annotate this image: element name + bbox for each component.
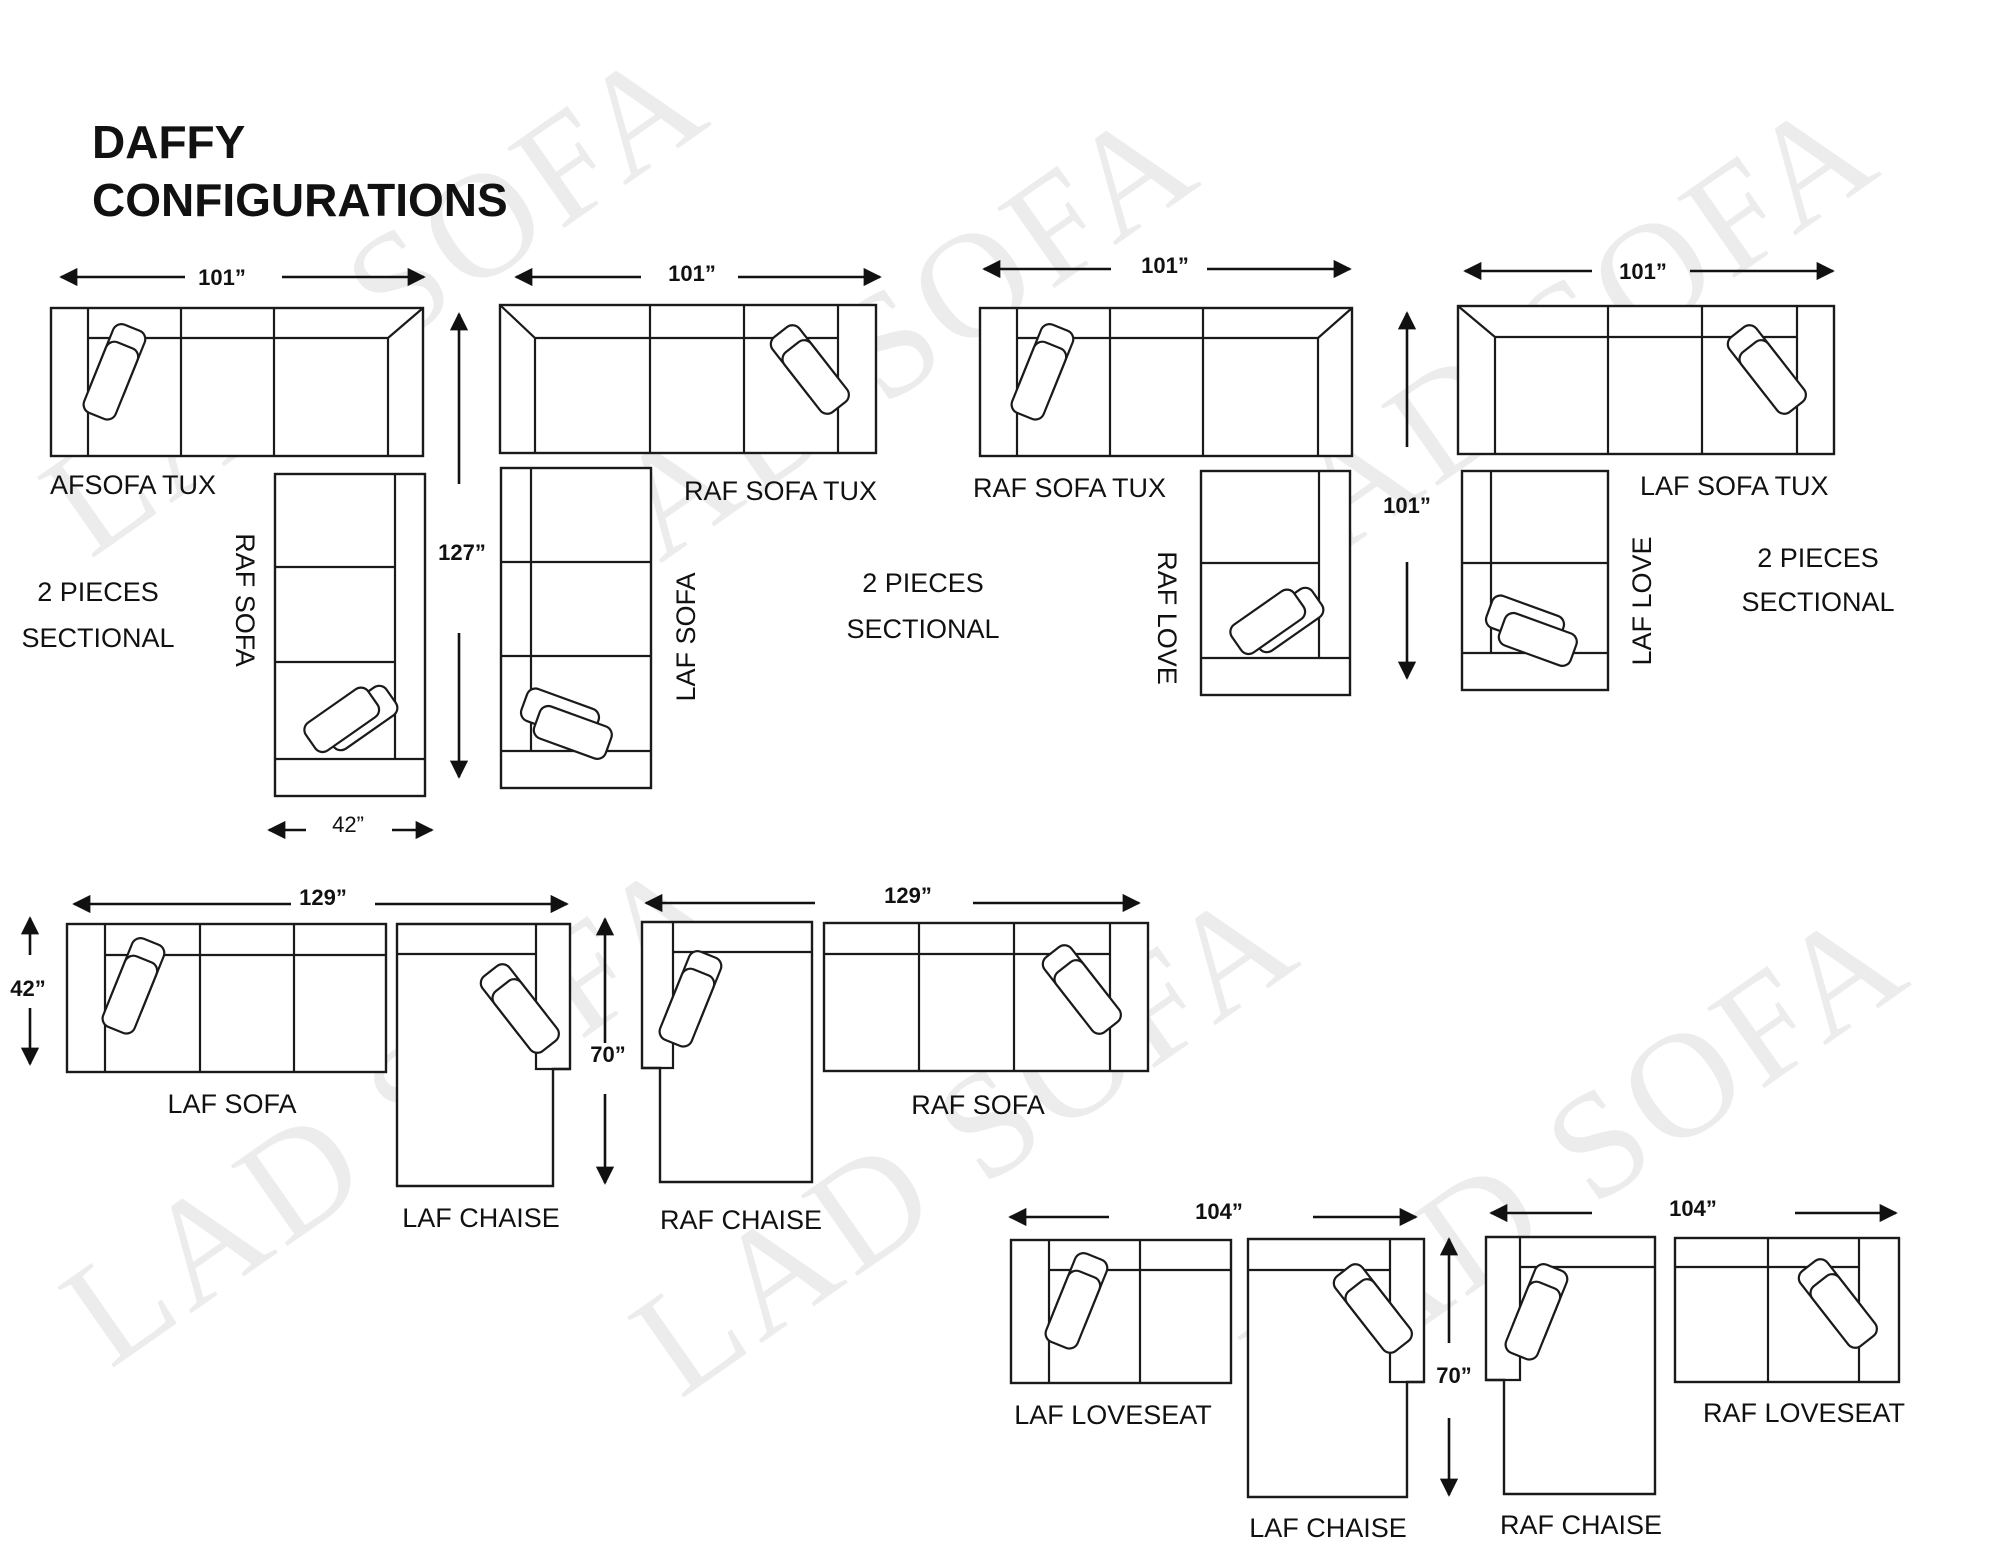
depth-dimension: 42” (10, 976, 45, 1001)
pillow-icon (658, 950, 723, 1048)
caption-line1: 2 PIECES (37, 577, 159, 607)
pillow-icon (82, 323, 147, 421)
afsofa-tux-piece (49, 306, 425, 458)
pillow-icon (769, 324, 850, 415)
raf-sofa-piece (822, 921, 1150, 1073)
caption-line2: SECTIONAL (21, 623, 174, 653)
height-dimension: 101” (1383, 493, 1431, 518)
caption-line1: 2 PIECES (862, 568, 984, 598)
laf-love-piece (1460, 469, 1610, 692)
raf-sofa-tux-label: RAF SOFA TUX (973, 473, 1166, 503)
depth-dimension: 42” (332, 812, 364, 837)
raf-chaise-piece (640, 920, 814, 1184)
raf-chaise-piece (1484, 1235, 1657, 1496)
pillow-icon (1229, 586, 1325, 656)
width-dimension: 101” (1619, 259, 1667, 284)
raf-loveseat-piece (1673, 1236, 1901, 1384)
raf-chaise-label: RAF CHAISE (660, 1205, 822, 1235)
laf-loveseat-label: LAF LOVESEAT (1014, 1400, 1212, 1430)
raf-sofa-tux-label: RAF SOFA TUX (684, 476, 877, 506)
raf-sofa-tux-piece (978, 306, 1354, 458)
config-raf-sofa-tux-raf-love: 101” RAF SOFA TUX RAF LOVE 101” (973, 253, 1431, 697)
config-raf-sofa-tux-laf-sofa: 101” RAF SOFA TUX LAF SOFA 2 PIECES SECT… (498, 261, 1000, 790)
afsofa-tux-label: AFSOFA TUX (50, 470, 216, 500)
config-laf-sofa-laf-chaise: 129” 42” LAF SOFA LAF CHAISE (10, 885, 572, 1233)
pillow-icon (519, 687, 613, 760)
raf-loveseat-label: RAF LOVESEAT (1703, 1398, 1905, 1428)
width-dimension: 104” (1669, 1196, 1717, 1221)
laf-chaise-piece (1246, 1237, 1426, 1499)
pillow-icon (101, 937, 166, 1035)
pillow-icon (1010, 323, 1075, 421)
raf-love-label: RAF LOVE (1152, 551, 1182, 685)
raf-love-piece (1199, 469, 1352, 697)
laf-sofa-piece (65, 922, 388, 1074)
laf-sofa-tux-label: LAF SOFA TUX (1640, 471, 1829, 501)
width-dimension: 101” (1141, 253, 1189, 278)
width-dimension: 101” (198, 265, 246, 290)
width-dimension: 104” (1195, 1199, 1243, 1224)
laf-chaise-label: LAF CHAISE (402, 1203, 560, 1233)
raf-sofa-label: RAF SOFA (230, 533, 260, 667)
laf-loveseat-piece (1009, 1238, 1233, 1385)
pillow-icon (1332, 1263, 1413, 1354)
height-dimension: 70” (1436, 1363, 1471, 1388)
height-dimension: 70” (590, 1042, 625, 1067)
config-raf-chaise-raf-sofa: 70” 129” RAF CHAISE RAF SOFA (590, 883, 1150, 1235)
raf-sofa-label: RAF SOFA (911, 1090, 1045, 1120)
laf-sofa-label: LAF SOFA (671, 572, 701, 701)
config-laf-sofa-tux-laf-love: 101” LAF SOFA TUX LAF LOVE 2 PIECES SECT… (1456, 259, 1895, 692)
laf-sofa-piece (499, 466, 653, 790)
raf-chaise-label: RAF CHAISE (1500, 1510, 1662, 1540)
page-title-line2: CONFIGURATIONS (92, 174, 508, 226)
width-dimension: 101” (668, 261, 716, 286)
config-afsofa-tux-raf-sofa: 101” AFSOFA TUX RAF SOFA 127” 42” 2 PIEC… (21, 265, 486, 840)
laf-chaise-label: LAF CHAISE (1249, 1513, 1407, 1543)
caption-line2: SECTIONAL (1741, 587, 1894, 617)
raf-sofa-piece (273, 472, 427, 798)
pillow-icon (1504, 1263, 1569, 1361)
laf-sofa-label: LAF SOFA (167, 1089, 296, 1119)
caption-line2: SECTIONAL (846, 614, 999, 644)
pillow-icon (1797, 1258, 1878, 1349)
pillow-icon (1484, 594, 1578, 667)
config-raf-chaise-raf-loveseat: 104” RAF CHAISE RAF LOVESEAT (1484, 1196, 1905, 1540)
pillow-icon (303, 684, 399, 754)
pillow-icon (1726, 324, 1807, 415)
width-dimension: 129” (299, 885, 347, 910)
laf-chaise-piece (395, 922, 572, 1188)
height-dimension: 127” (438, 540, 486, 565)
pillow-icon (1044, 1252, 1109, 1350)
config-laf-loveseat-laf-chaise: 104” LAF LOVESEAT LAF CHAISE 70” (1008, 1199, 1472, 1543)
width-dimension: 129” (884, 883, 932, 908)
pillow-icon (1041, 944, 1122, 1035)
laf-sofa-tux-piece (1456, 304, 1836, 456)
pillow-icon (479, 963, 560, 1054)
page-title-line1: DAFFY (92, 116, 245, 168)
raf-sofa-tux-piece (498, 303, 878, 455)
caption-line1: 2 PIECES (1757, 543, 1879, 573)
laf-love-label: LAF LOVE (1627, 536, 1657, 665)
